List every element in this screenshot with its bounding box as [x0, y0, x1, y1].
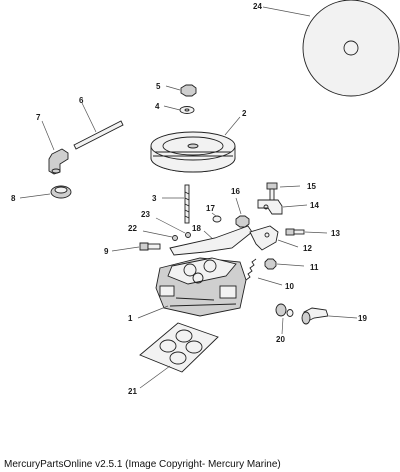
callout-21: 21 — [128, 387, 137, 396]
part-16-nut[interactable] — [235, 197, 250, 228]
part-22-pin[interactable] — [142, 230, 178, 241]
part-11-nut[interactable] — [264, 258, 305, 270]
callout-23: 23 — [141, 210, 150, 219]
callout-16: 16 — [231, 187, 240, 196]
part-3-stud[interactable] — [162, 184, 190, 224]
part-9-bolt[interactable] — [111, 242, 161, 252]
part-4-washer[interactable] — [163, 105, 195, 114]
callout-2: 2 — [242, 109, 247, 118]
callout-8: 8 — [11, 194, 16, 203]
part-19-fitting[interactable] — [301, 307, 358, 325]
part-14-bracket[interactable] — [257, 199, 308, 215]
callout-18: 18 — [192, 224, 201, 233]
part-8-grommet[interactable] — [19, 185, 72, 199]
copyright-caption: MercuryPartsOnline v2.5.1 (Image Copyrig… — [4, 459, 281, 470]
part-20-plug[interactable] — [275, 303, 294, 335]
part-13-screw[interactable] — [285, 228, 328, 236]
callout-24: 24 — [253, 2, 262, 11]
callout-22: 22 — [128, 224, 137, 233]
callout-4: 4 — [155, 102, 160, 111]
callout-17: 17 — [206, 204, 215, 213]
part-2-air-cleaner[interactable] — [150, 116, 241, 173]
callout-1: 1 — [128, 314, 133, 323]
callout-12: 12 — [303, 244, 312, 253]
callout-5: 5 — [156, 82, 161, 91]
callout-19: 19 — [358, 314, 367, 323]
callout-20: 20 — [276, 335, 285, 344]
callout-14: 14 — [310, 201, 319, 210]
callout-7: 7 — [36, 113, 41, 122]
part-17-washer[interactable] — [211, 212, 222, 223]
part-10-spring[interactable] — [245, 258, 283, 286]
part-23-pin[interactable] — [155, 217, 191, 238]
part-5-nut[interactable] — [165, 84, 197, 97]
callout-3: 3 — [152, 194, 157, 203]
part-21-gasket[interactable] — [139, 322, 219, 389]
callout-10: 10 — [285, 282, 294, 291]
callout-9: 9 — [104, 247, 109, 256]
callout-6: 6 — [79, 96, 84, 105]
part-6-rod[interactable] — [73, 102, 124, 150]
part-15-bolt[interactable] — [266, 182, 301, 201]
part-24-disc[interactable] — [262, 0, 400, 97]
part-12-linkage[interactable] — [169, 225, 299, 256]
part-7-elbow-fitting[interactable] — [41, 120, 69, 175]
callout-11: 11 — [310, 263, 319, 272]
callout-13: 13 — [331, 229, 340, 238]
part-1-carburetor[interactable] — [137, 257, 247, 319]
callout-15: 15 — [307, 182, 316, 191]
